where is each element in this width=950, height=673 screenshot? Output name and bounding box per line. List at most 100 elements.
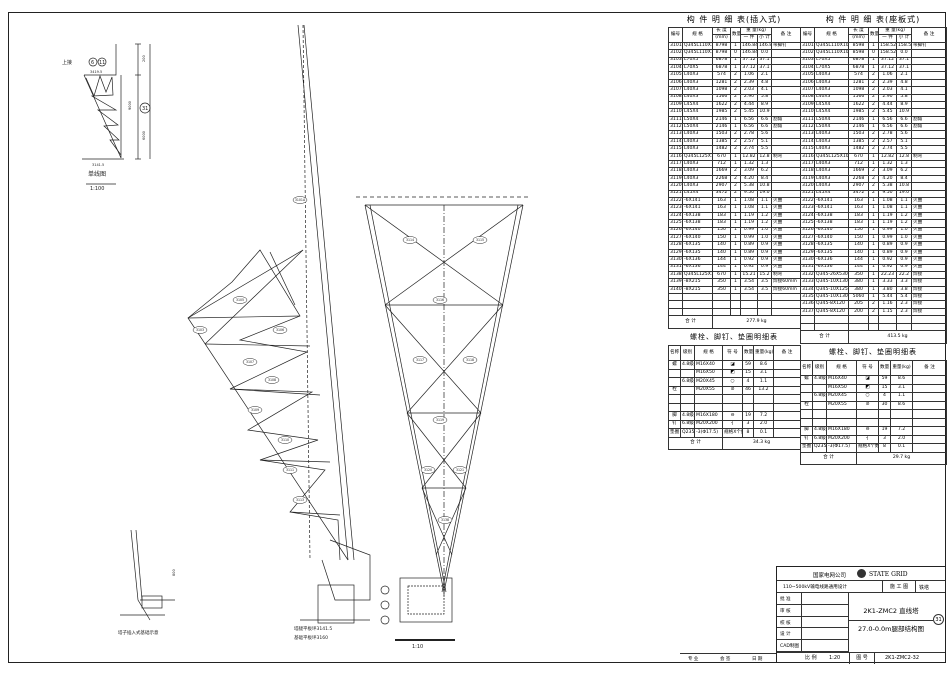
table-cell: M16X180 (694, 411, 723, 421)
table-cell: 1566 (848, 93, 869, 102)
member-label: 3118 (466, 358, 474, 362)
table-cell: 37.1 (896, 56, 912, 65)
table-cell: L50X4 (682, 123, 713, 132)
drawing-title-1: 2K1-ZMC2 直线塔 (863, 607, 919, 615)
bolts-left-title: 螺栓、脚钉、垫圈明细表 (690, 333, 778, 342)
table-cell: 1622 (848, 100, 869, 110)
header-weight: 重 量(kg) (878, 26, 912, 36)
table-cell: 6878 (712, 56, 731, 65)
table-cell: L50X4 (682, 115, 713, 125)
table-cell (771, 300, 801, 309)
table-cell (771, 49, 801, 58)
table-cell: 0.9 (896, 241, 912, 250)
table-cell (771, 100, 801, 110)
table-cell: 146.84 (740, 41, 758, 51)
table-cell (771, 93, 801, 102)
table-cell (771, 137, 801, 147)
table-cell: 1 (868, 256, 879, 265)
table-cell: Q345-10X125 (814, 285, 849, 295)
table-cell: 火曲 (771, 196, 801, 206)
table-cell: 144 (712, 256, 731, 265)
table-cell: Q345-8X120 (814, 300, 849, 309)
table-cell: 3129 (800, 248, 815, 258)
table-cell: Q345L125X10 (814, 152, 849, 162)
table-cell: 3106 (668, 78, 683, 88)
table-cell: 火曲 (771, 219, 801, 228)
table-cell (730, 307, 741, 317)
table-cell: 3131 (800, 263, 815, 272)
table-cell (771, 160, 801, 169)
table-cell (773, 368, 801, 379)
member-label: 3117 (416, 358, 424, 362)
table-cell: 2 (730, 174, 741, 184)
table-cell (740, 307, 758, 317)
table-cell: 2.1 (896, 71, 912, 80)
table-cell (742, 394, 754, 404)
table-cell: 3102 (800, 49, 815, 58)
table-cell: 0.99 (740, 233, 758, 243)
table-cell (812, 409, 827, 419)
table-cell: 150 (848, 226, 869, 235)
table-cell: 1.15 (878, 307, 897, 317)
table-cell: 割角 (771, 123, 801, 132)
table-cell (712, 307, 731, 317)
table-cell: L40X3 (814, 182, 849, 191)
table-cell: 3124 (668, 211, 683, 221)
table-cell: Q345L110X10 (814, 41, 849, 51)
table-cell: 1 (868, 233, 879, 243)
table-cell: 163 (848, 196, 869, 206)
table-cell: 1 (868, 293, 879, 302)
table-cell: 0 (868, 49, 879, 58)
table-cell (680, 402, 695, 413)
table-cell (680, 394, 695, 404)
member-label-bubble (282, 466, 298, 474)
member-label: 3120 (424, 468, 432, 472)
table-cell: 2.3 (896, 307, 912, 317)
table-cell: 1 (868, 196, 879, 206)
header-length: 长 度 (848, 26, 869, 36)
table-cell (757, 300, 772, 309)
table-cell: 1 (868, 278, 879, 287)
table-cell: M20X55 (826, 400, 857, 410)
table-cell: 3472 (848, 189, 869, 199)
table-cell: 1 (868, 263, 879, 272)
table-cell: 火曲 (911, 241, 947, 250)
table-cell (668, 307, 683, 317)
table-cell: 火曲 (771, 204, 801, 213)
member-label-bubble (232, 296, 248, 304)
table-cell: 1.3 (757, 160, 772, 169)
role-divider (801, 616, 802, 629)
table-cell: 1.19 (878, 219, 897, 228)
table-cell: 1.2 (896, 219, 912, 228)
table-cell (773, 411, 801, 421)
table-cell: 205 (848, 300, 869, 309)
table-cell: 10.9 (896, 108, 912, 117)
header-no: 编号 (800, 27, 815, 43)
table-cell (826, 409, 857, 419)
member-label: 3106 (276, 328, 284, 332)
member-label-bubble (247, 406, 263, 414)
table-cell (868, 315, 879, 324)
table-cell: L40X3 (682, 160, 713, 169)
table-cell: 火曲 (911, 211, 947, 221)
table-cell: 0.92 (878, 263, 897, 272)
table-cell: 2268 (712, 174, 731, 184)
header-cell: 备 注 (773, 345, 801, 362)
role-row: 校 核 (777, 616, 849, 629)
table-cell: 8.6 (753, 360, 774, 370)
table-cell: 2 (868, 130, 879, 139)
table-cell: 144 (848, 256, 869, 265)
table-cell (911, 322, 947, 332)
table-cell: 2 (730, 78, 741, 88)
